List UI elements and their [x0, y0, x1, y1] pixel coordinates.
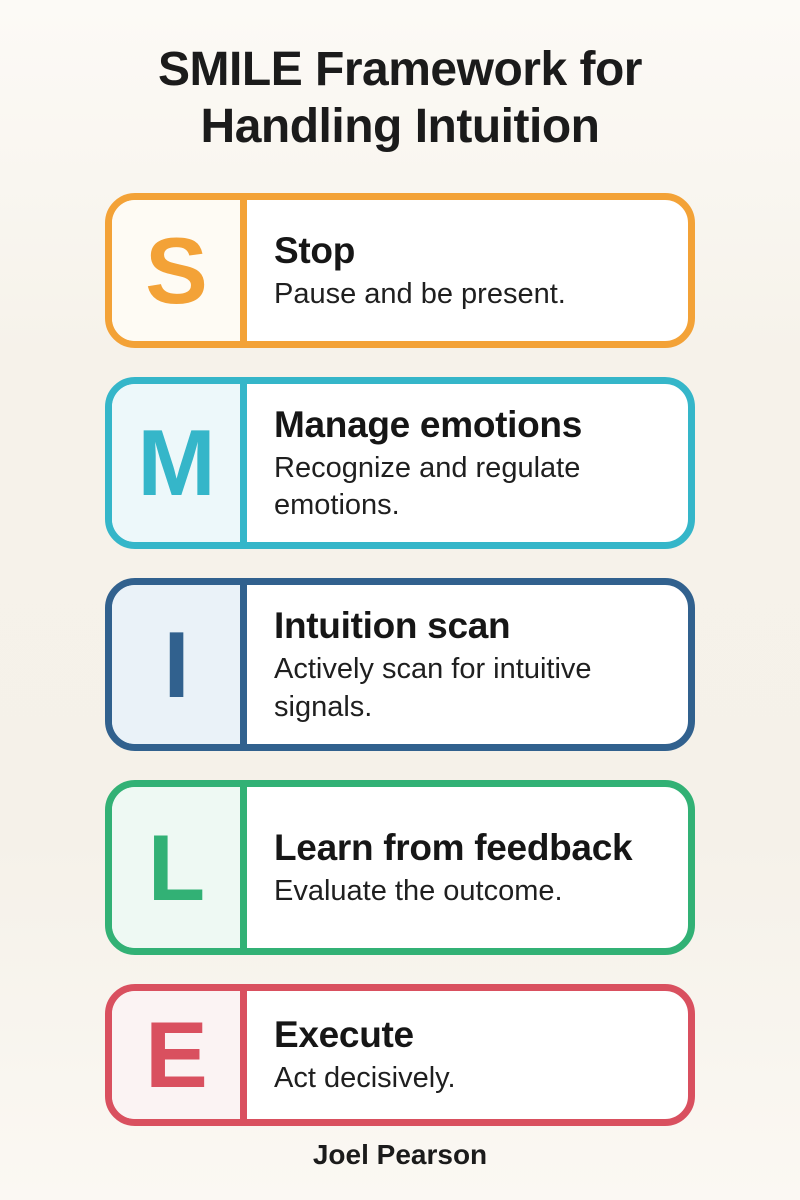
cards-list: S Stop Pause and be present. M Manage em…: [105, 193, 695, 1127]
card-title: Learn from feedback: [274, 826, 633, 868]
framework-card: S Stop Pause and be present.: [105, 193, 695, 349]
card-description: Actively scan for intuitive signals.: [274, 653, 592, 723]
card-letter-panel: M: [112, 384, 240, 543]
framework-card: E Execute Act decisively.: [105, 984, 695, 1127]
card-content: Stop Pause and be present.: [247, 200, 688, 341]
card-divider: [240, 585, 247, 745]
card-title: Execute: [274, 1014, 414, 1056]
card-title: Stop: [274, 229, 356, 271]
page-title: SMILE Framework for Handling Intuition: [158, 43, 642, 153]
card-divider: [240, 384, 247, 543]
card-divider: [240, 787, 247, 949]
card-description: Evaluate the outcome.: [274, 874, 563, 907]
card-description: Act decisively.: [274, 1062, 456, 1095]
card-letter: L: [147, 814, 205, 920]
card-divider: [240, 200, 247, 342]
card-description: Pause and be present.: [274, 277, 566, 310]
card-divider: [240, 991, 247, 1120]
card-title: Manage emotions: [274, 403, 582, 445]
card-letter: S: [145, 217, 208, 323]
framework-card: L Learn from feedback Evaluate the outco…: [105, 780, 695, 956]
card-letter-panel: I: [112, 585, 240, 745]
card-content: Intuition scan Actively scan for intuiti…: [247, 585, 688, 744]
card-content: Execute Act decisively.: [247, 991, 688, 1119]
card-letter-panel: S: [112, 200, 240, 342]
card-content: Learn from feedback Evaluate the outcome…: [247, 787, 688, 948]
card-letter: I: [163, 611, 189, 717]
card-letter: E: [145, 1002, 208, 1108]
card-title: Intuition scan: [274, 605, 511, 646]
card-content: Manage emotions Recognize and regulate e…: [247, 384, 688, 542]
card-letter: M: [137, 410, 215, 516]
card-description: Recognize and regulate emotions.: [274, 451, 581, 522]
attribution-text: Joel Pearson: [312, 1139, 488, 1171]
framework-card: I Intuition scan Actively scan for intui…: [105, 578, 695, 752]
card-letter-panel: L: [112, 787, 240, 949]
card-letter-panel: E: [112, 991, 240, 1120]
framework-card: M Manage emotions Recognize and regulate…: [105, 377, 695, 550]
